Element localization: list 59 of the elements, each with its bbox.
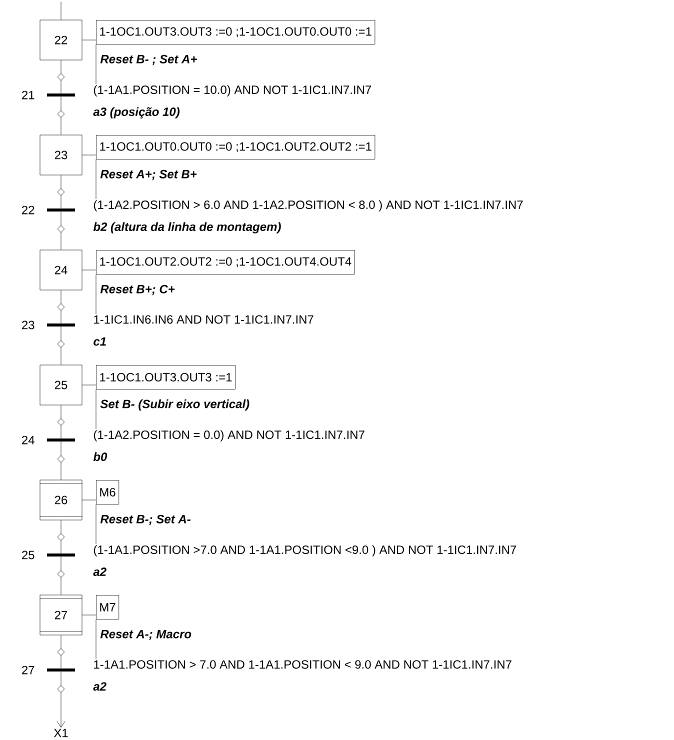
connector-line: [60, 175, 62, 208]
transition-bar: [47, 208, 75, 212]
action-box: M6: [96, 480, 120, 504]
comment-text: Set B- (Subir eixo vertical): [100, 399, 250, 411]
connector-line: [60, 212, 62, 250]
transition-number: 25: [22, 550, 34, 560]
comment-text: a2: [93, 682, 106, 691]
comment-text: Reset B- ; Set A+: [100, 54, 197, 66]
connector-line: [60, 556, 62, 595]
connector-line: [82, 614, 96, 616]
comment-text: Reset B+; C+: [100, 284, 175, 296]
action-box: 1-1OC1.OUT3.OUT3 :=1: [96, 365, 236, 390]
action-box: 1-1OC1.OUT0.OUT0 :=0 ;1-1OC1.OUT2.OUT2 :=1: [96, 135, 376, 160]
condition-text: (1-1A1.POSITION >7.0 AND 1-1A1.POSITION <9.0 ) AND NOT 1-1IC1.IN7.IN7: [94, 545, 516, 556]
step-box: 22: [40, 20, 82, 60]
transition-bar: [47, 438, 75, 442]
connector-line: [60, 326, 62, 365]
comment-text: c1: [94, 337, 106, 346]
action-box: 1-1OC1.OUT3.OUT3 :=0 ;1-1OC1.OUT0.OUT0 :=1: [96, 20, 376, 44]
comment-text: Reset B-; Set A-: [100, 514, 191, 526]
action-box: 1-1OC1.OUT2.OUT2 :=0 ;1-1OC1.OUT4.OUT4: [96, 250, 355, 274]
condition-text: 1-1A1.POSITION > 7.0 AND 1-1A1.POSITION < 9.0 AND NOT 1-1IC1.IN7.IN7: [94, 660, 512, 669]
step-box: 25: [40, 364, 82, 406]
condition-text: 1-1IC1.IN6.IN6 AND NOT 1-1IC1.IN7.IN7: [94, 315, 314, 324]
comment-text: b0: [93, 452, 108, 461]
connector-line: [60, 96, 62, 135]
condition-text: (1-1A1.POSITION = 10.0) AND NOT 1-1IC1.IN7.IN7: [94, 85, 371, 96]
comment-text: Reset A-; Macro: [100, 630, 192, 640]
connector-line: [56, 672, 66, 728]
step-box: 23: [40, 134, 82, 176]
connector-line: [60, 290, 62, 324]
transition-number: 23: [22, 320, 34, 330]
transition-bar: [47, 668, 75, 672]
comment-text: a2: [93, 568, 106, 576]
transition-bar: [47, 94, 75, 96]
transition-number: 21: [22, 90, 34, 100]
step-box: 24: [40, 250, 82, 290]
comment-text: a3 (posição 10): [93, 107, 180, 118]
connector-line: [60, 442, 62, 480]
connector-line: [60, 60, 62, 94]
connector-line: [60, 2, 62, 20]
transition-number: 27: [22, 666, 34, 674]
transition-bar: [47, 324, 75, 326]
connector-line: [60, 635, 62, 668]
macro-step-box: 26: [40, 480, 82, 520]
target-label: X1: [54, 728, 68, 738]
transition-number: 22: [22, 206, 34, 214]
transition-number: 24: [22, 436, 34, 444]
connector-line: [60, 405, 62, 438]
connector-line: [82, 154, 96, 156]
condition-text: (1-1A2.POSITION = 0.0) AND NOT 1-1IC1.IN7.IN7: [94, 430, 364, 442]
connector-line: [60, 520, 62, 554]
comment-text: Reset A+; Set B+: [100, 170, 197, 180]
transition-bar: [47, 554, 75, 556]
comment-text: b2 (altura da linha de montagem): [93, 222, 281, 234]
macro-step-box: 27: [40, 594, 82, 636]
action-box: M7: [96, 595, 120, 620]
connector-line: [82, 384, 96, 386]
condition-text: (1-1A2.POSITION > 6.0 AND 1-1A2.POSITION < 8.0 ) AND NOT 1-1IC1.IN7.IN7: [94, 200, 523, 212]
